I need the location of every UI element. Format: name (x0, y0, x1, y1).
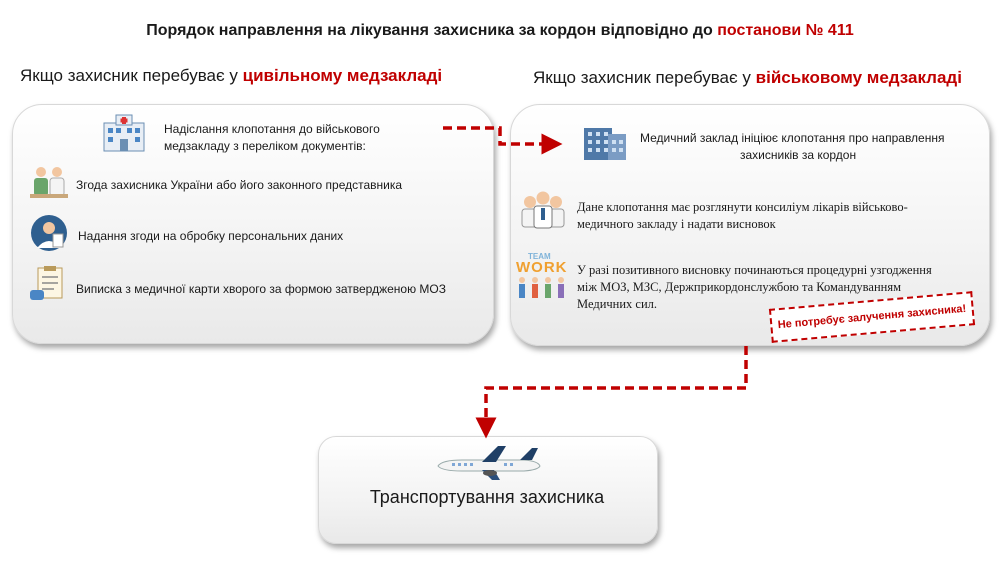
teamwork-icon-word1: TEAM (528, 252, 551, 261)
military-step3-line3: Медичних сил. (577, 297, 658, 311)
military-step1-line2: захисників за кордон (740, 148, 857, 162)
civil-panel (12, 104, 494, 344)
right-heading: Якщо захисник перебуває у військовому ме… (533, 68, 962, 88)
right-heading-highlight: військовому медзакладі (755, 68, 962, 87)
left-heading: Якщо захисник перебуває у цивільному мед… (20, 66, 442, 86)
title-text: Порядок направлення на лікування захисни… (146, 22, 718, 39)
left-heading-highlight: цивільному медзакладі (242, 66, 443, 85)
hospital-icon (103, 114, 145, 152)
building-icon (584, 128, 626, 160)
military-step3-line2: між МОЗ, МЗС, Держприкордонслужбою та Ко… (577, 280, 902, 294)
civil-item-2: Надання згоди на обробку персональних да… (78, 229, 344, 243)
right-heading-text: Якщо захисник перебуває у (533, 68, 756, 87)
arrow-military-to-transport (475, 346, 748, 439)
doctors-icon (30, 167, 68, 198)
transport-label: Транспортування захисника (369, 487, 605, 507)
civil-item-3: Виписка з медичної карти хворого за форм… (76, 282, 446, 296)
medical-record-icon (30, 266, 63, 300)
civil-item-1: Згода захисника України або його законно… (76, 178, 403, 192)
civil-intro-line2: медзакладу з переліком документів: (164, 139, 366, 153)
civil-intro-line1: Надіслання клопотання до військового (164, 122, 380, 136)
left-heading-text: Якщо захисник перебуває у (20, 66, 243, 85)
team-figures (519, 277, 564, 298)
airplane-icon (437, 446, 541, 480)
military-step1-line1: Медичний заклад ініціює клопотання про н… (640, 131, 945, 145)
military-step3-line1: У разі позитивного висновку починаються … (577, 263, 932, 277)
military-step2-line1: Дане клопотання має розглянути консиліум… (577, 200, 908, 214)
arrow-civil-to-military (443, 126, 563, 155)
title-highlight: постанови № 411 (717, 22, 854, 39)
military-step2-line2: медичного закладу і надати висновок (577, 217, 776, 231)
consilium-icon (521, 191, 565, 229)
page-title: Порядок направлення на лікування захисни… (0, 22, 1000, 40)
teamwork-icon-word2: WORK (516, 259, 568, 276)
teamwork-icon: TEAM WORK (514, 252, 572, 300)
doctor-clipboard-icon (31, 215, 67, 251)
